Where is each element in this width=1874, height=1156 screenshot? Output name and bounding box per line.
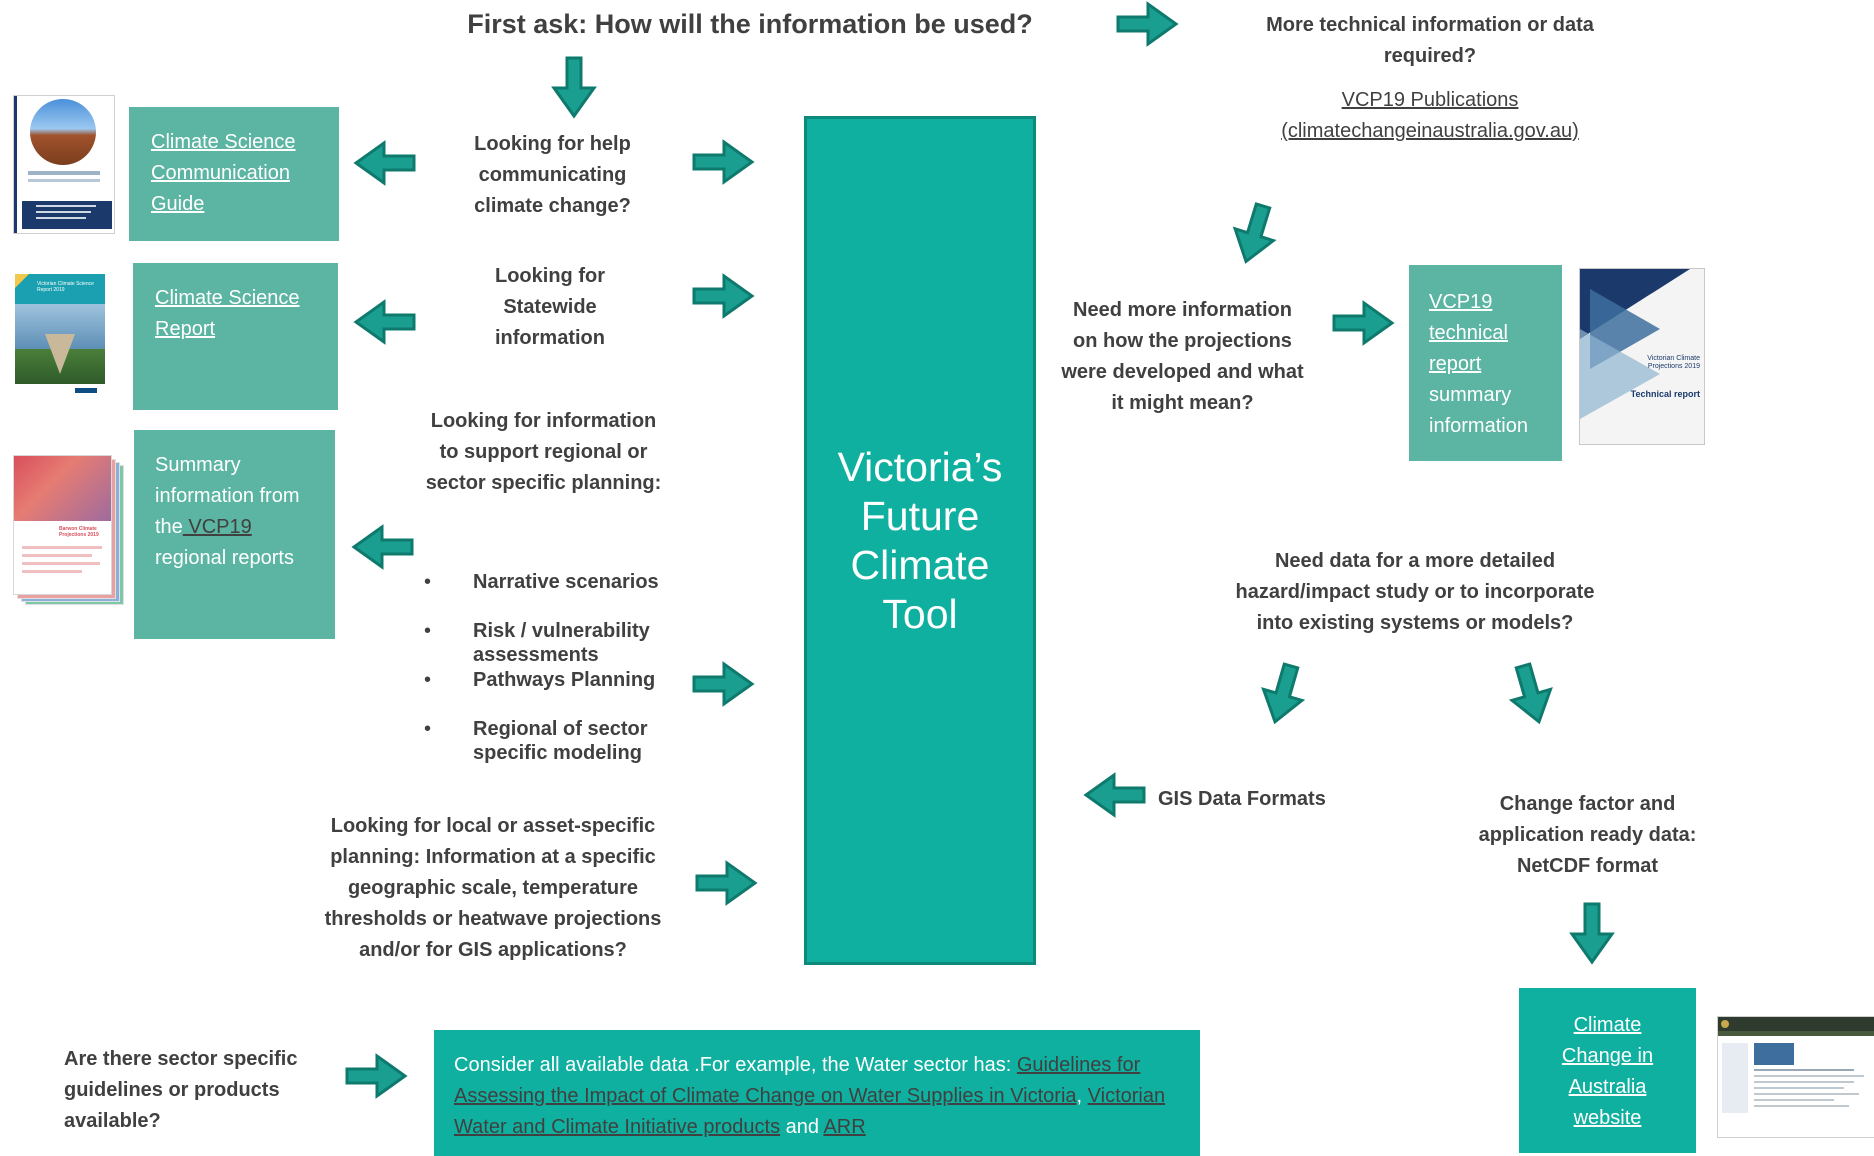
arrow-down-icon	[1570, 902, 1614, 964]
water-guidelines-link[interactable]: Guidelines for Assessing the Impact of C…	[454, 1054, 1141, 1107]
question-regional: Looking for information to support regio…	[425, 410, 662, 494]
cca-website-box: Climate Change in Australia website	[1519, 988, 1696, 1153]
arrow-left-icon	[354, 141, 416, 185]
arrow-right-icon	[695, 861, 757, 905]
cover-title: Victorian Climate Projections 2019	[1647, 355, 1700, 370]
question-communicating: Looking for help communicating climate c…	[474, 133, 631, 217]
arrow-right-icon	[345, 1054, 407, 1098]
vcp19-box-rest: summary information	[1429, 384, 1528, 437]
arrow-right-icon	[1332, 301, 1394, 345]
vcp19-technical-box: VCP19 technical report summary informati…	[1409, 265, 1562, 461]
science-report-box: Climate Science Report	[133, 263, 338, 410]
thumb-regional-title: Barwon Climate Projections 2019	[59, 526, 99, 538]
comm-guide-thumbnail	[13, 95, 115, 234]
comm-guide-box: Climate Science Communication Guide	[129, 107, 339, 241]
question-statewide: Looking for Statewide information	[495, 265, 605, 349]
question-technical-info: More technical information or data requi…	[1266, 14, 1594, 67]
science-report-thumbnail: Victorian Climate Science Report 2019	[15, 274, 105, 401]
cca-website-link[interactable]: Climate Change in Australia website	[1561, 1014, 1654, 1129]
arrow-down-right-icon	[1502, 658, 1560, 729]
science-report-link[interactable]: Climate Science Report	[155, 287, 300, 340]
vcp19-regional-link[interactable]: VCP19	[182, 516, 252, 538]
question-detailed-data: Need data for a more detailed hazard/imp…	[1235, 550, 1595, 634]
center-tool-box: Victoria’s Future Climate Tool	[804, 116, 1036, 965]
regional-reports-box: Summary information from the VCP19 regio…	[134, 430, 335, 639]
cca-domain-link[interactable]: (climatechangeinaustralia.gov.au)	[1281, 120, 1579, 142]
publications-links: VCP19 Publications (climatechangeinaustr…	[1240, 85, 1620, 147]
cca-website-thumbnail	[1717, 1016, 1874, 1138]
vcp19-publications-link[interactable]: VCP19 Publications	[1341, 89, 1519, 111]
arrow-down-left-icon	[1254, 658, 1312, 729]
comm-guide-link[interactable]: Climate Science Communication Guide	[151, 131, 296, 215]
regional-reports-thumbnail: Barwon Climate Projections 2019	[13, 455, 125, 607]
question-projections: Need more information on how the project…	[1061, 299, 1304, 414]
regional-box-text: Summary information from the	[155, 454, 300, 538]
thumb-cover-title: Victorian Climate Science Report 2019	[37, 281, 94, 293]
separator-text: ,	[1076, 1085, 1088, 1107]
separator-text: and	[780, 1116, 824, 1138]
netcdf-data: Change factor and application ready data…	[1478, 793, 1697, 877]
question-sector-guidelines: Are there sector specific guidelines or …	[64, 1048, 298, 1132]
arrow-right-icon	[692, 662, 754, 706]
bullet-item: •Regional of sector specific modeling	[424, 718, 648, 764]
consider-text: Consider all available data .For example…	[454, 1054, 1017, 1076]
center-tool-label: Victoria’s Future Climate Tool	[837, 443, 1003, 637]
arrow-down-icon	[552, 56, 596, 118]
consider-data-box: Consider all available data .For example…	[434, 1030, 1200, 1156]
regional-box-text-end: regional reports	[155, 547, 294, 569]
vicwaci-link[interactable]: Victorian Water and Climate Initiative p…	[454, 1085, 1166, 1138]
arrow-left-icon	[354, 300, 416, 344]
arrow-left-icon	[352, 525, 414, 569]
arrow-down-left-icon	[1225, 198, 1284, 269]
arr-link[interactable]: ARR	[823, 1116, 866, 1138]
gis-data-formats: GIS Data Formats	[1158, 788, 1326, 810]
question-local: Looking for local or asset-specific plan…	[324, 815, 662, 961]
bullet-item: •Narrative scenarios	[424, 571, 659, 593]
technical-report-thumbnail: Victorian Climate Projections 2019 Techn…	[1579, 268, 1705, 445]
arrow-right-icon	[692, 274, 754, 318]
arrow-left-icon	[1084, 773, 1146, 817]
vcp19-technical-report-link[interactable]: VCP19 technical report	[1429, 291, 1508, 375]
page-title: First ask: How will the information be u…	[467, 9, 1033, 39]
arrow-right-icon	[1116, 2, 1178, 46]
arrow-right-icon	[692, 140, 754, 184]
cover-subtitle: Technical report	[1630, 389, 1700, 399]
bullet-item: •Pathways Planning	[424, 669, 656, 691]
bullet-item: •Risk / vulnerability assessments	[424, 620, 650, 666]
